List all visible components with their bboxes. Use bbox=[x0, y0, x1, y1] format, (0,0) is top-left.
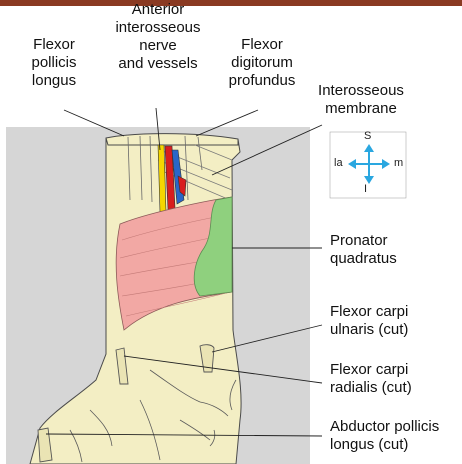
label-pronator-quadratus: Pronator quadratus bbox=[330, 232, 397, 268]
orientation-inferior: I bbox=[364, 183, 367, 195]
label-interosseous-membrane: Interosseous membrane bbox=[306, 82, 416, 118]
orientation-medial: m bbox=[394, 157, 403, 169]
label-flexor-digitorum-profundus: Flexor digitorum profundus bbox=[218, 36, 306, 90]
label-flexor-carpi-ulnaris: Flexor carpi ulnaris (cut) bbox=[330, 303, 408, 339]
label-flexor-pollicis-longus: Flexor pollicis longus bbox=[14, 36, 94, 90]
orientation-superior: S bbox=[364, 130, 371, 142]
label-anterior-interosseous: Anterior interosseous nerve and vessels bbox=[100, 1, 216, 73]
label-abductor-pollicis-longus: Abductor pollicis longus (cut) bbox=[330, 418, 439, 454]
label-flexor-carpi-radialis: Flexor carpi radialis (cut) bbox=[330, 361, 412, 397]
top-photo-strip bbox=[0, 0, 462, 6]
orientation-lateral: la bbox=[334, 157, 343, 169]
